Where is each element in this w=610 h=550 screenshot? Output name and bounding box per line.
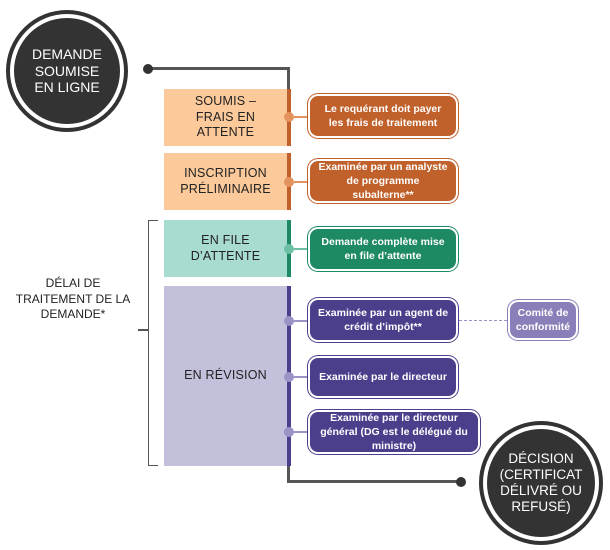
stage-queue: EN FILE D’ATTENTE — [164, 220, 287, 277]
committee-link — [459, 320, 507, 321]
top-drop — [287, 67, 290, 89]
committee-box: Comité de conformité — [510, 302, 576, 338]
processing-label: DÉLAI DE TRAITEMENT DE LA DEMANDE* — [15, 276, 131, 322]
step-queued: Demande complète mise en file d’attente — [310, 229, 456, 269]
start-dot — [143, 64, 153, 74]
step-link-5 — [294, 376, 310, 378]
end-dot — [456, 477, 466, 487]
end-circle: DÉCISION (CERTIFICAT DÉLIVRÉ OU REFUSÉ) — [487, 429, 595, 537]
bracket-tick — [138, 329, 148, 331]
stage-submitted: SOUMIS – FRAIS EN ATTENTE — [164, 89, 287, 146]
stage-preliminary-label: INSCRIPTION PRÉLIMINAIRE — [180, 165, 271, 196]
step-pay-fees: Le requérant doit payer les frais de tra… — [310, 96, 456, 136]
step-link-2 — [294, 181, 310, 183]
start-text: DEMANDE SOUMISE EN LIGNE — [31, 45, 102, 96]
stage-submitted-label: SOUMIS – FRAIS EN ATTENTE — [194, 94, 257, 140]
step-dot-4 — [284, 316, 294, 326]
step-link-1 — [294, 116, 310, 118]
step-link-4 — [294, 320, 310, 322]
step-dot-3 — [284, 244, 294, 254]
step-tax-credit-officer: Examinée par un agent de crédit d’impôt*… — [310, 300, 456, 340]
bottom-drop — [287, 466, 290, 483]
step-dot-2 — [284, 177, 294, 187]
stage-review-label: EN RÉVISION — [184, 368, 267, 383]
stage-preliminary: INSCRIPTION PRÉLIMINAIRE — [164, 153, 287, 210]
step-dot-5 — [284, 372, 294, 382]
start-connector — [148, 67, 290, 70]
start-circle: DEMANDE SOUMISE EN LIGNE — [14, 18, 120, 124]
step-dot-6 — [284, 427, 294, 437]
step-junior-analyst: Examinée par un analyste de programme su… — [310, 161, 456, 201]
step-link-3 — [294, 248, 310, 250]
step-director: Examinée par le directeur — [310, 358, 456, 396]
stage-review: EN RÉVISION — [164, 286, 287, 466]
processing-bracket — [148, 220, 158, 466]
step-dot-1 — [284, 112, 294, 122]
end-connector — [287, 480, 463, 483]
step-link-6 — [294, 431, 310, 433]
step-director-general: Examinée par le directeur général (DG es… — [310, 412, 478, 452]
stage-queue-label: EN FILE D’ATTENTE — [190, 232, 261, 263]
end-text: DÉCISION (CERTIFICAT DÉLIVRÉ OU REFUSÉ) — [499, 450, 583, 515]
